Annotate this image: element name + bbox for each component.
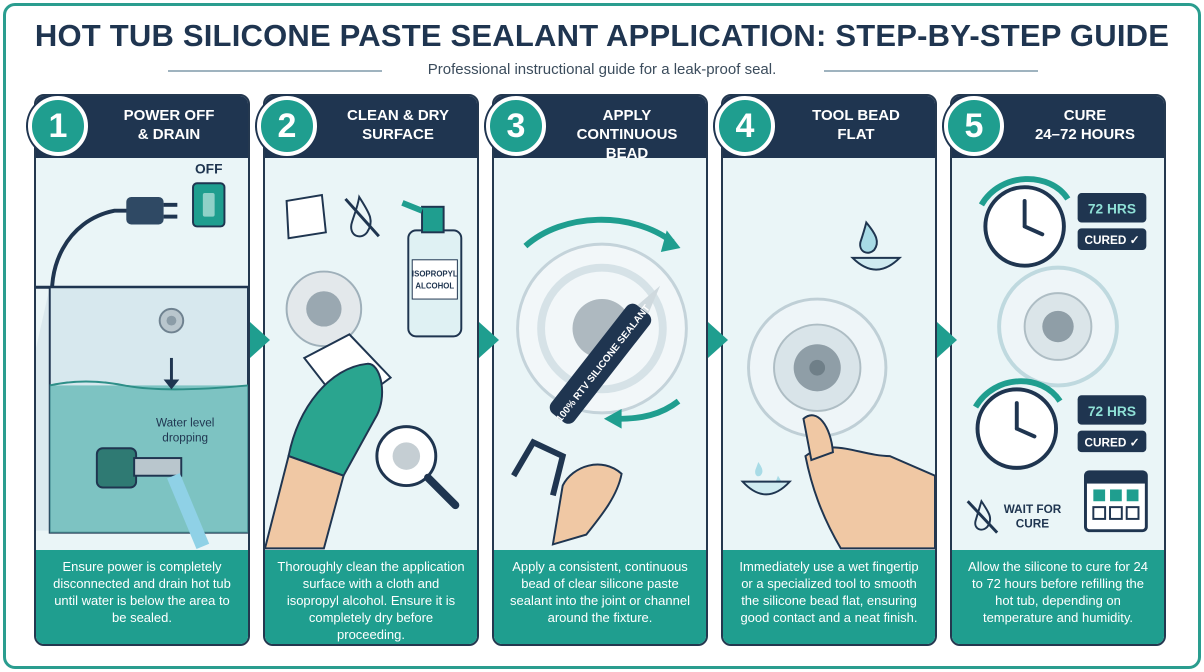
step-title-line-2: CONTINUOUS BEAD — [576, 126, 678, 162]
step-panel-1: POWER OFF & DRAIN OFF — [34, 94, 250, 646]
power-switch-icon: OFF — [192, 161, 226, 228]
step-description: Ensure power is completely disconnected … — [36, 550, 248, 644]
cured-badge-bottom: CURED ✓ — [1084, 436, 1139, 449]
cured-badge-top: CURED ✓ — [1084, 234, 1139, 247]
gloved-hand-icon — [265, 333, 393, 550]
step-title-line-2: SURFACE — [362, 126, 434, 143]
subtitle-row: Professional instructional guide for a l… — [0, 60, 1204, 82]
step-description: Allow the silicone to cure for 24 to 72 … — [952, 550, 1164, 644]
step-title: TOOL BEAD FLAT — [783, 106, 929, 144]
step-number-badge-3: 3 — [486, 96, 546, 156]
wait-label-1: WAIT FOR — [1004, 503, 1062, 516]
rotate-arrow-icon — [523, 216, 681, 429]
cure-illustration: 72 HRS CURED ✓ 72 HRS CURED ✓ WAIT FOR C… — [966, 176, 1148, 534]
magnifier-icon — [375, 425, 460, 510]
tool-bead-illustration — [740, 220, 935, 550]
page-subtitle: Professional instructional guide for a l… — [427, 61, 777, 78]
calendar-icon — [1084, 470, 1148, 533]
step-description: Immediately use a wet fingertip or a spe… — [723, 550, 935, 644]
step-title-line-1: TOOL BEAD — [812, 107, 900, 124]
step-number-badge-1: 1 — [28, 96, 88, 156]
step-number-badge-4: 4 — [715, 96, 775, 156]
step-title-line-1: CURE — [1063, 107, 1107, 124]
water-level-label-2: dropping — [162, 431, 208, 444]
step-panel-5: CURE 24–72 HOURS 72 HRS CURED ✓ 72 HRS C… — [950, 94, 1166, 646]
step-title: CURE 24–72 HOURS — [1012, 106, 1158, 144]
fingertip-icon — [802, 414, 935, 550]
cloth-icon — [285, 193, 327, 240]
water-level-label-1: Water level — [156, 417, 214, 430]
bottle-label-1: ISOPROPYL — [412, 269, 458, 278]
subtitle-divider-left — [168, 70, 382, 72]
subtitle-divider-right — [824, 70, 1038, 72]
jet-fixture-icon — [747, 297, 888, 438]
step-title: CLEAN & DRY SURFACE — [325, 106, 471, 144]
bottle-label-2: ALCOHOL — [415, 281, 454, 290]
step-number-badge-2: 2 — [257, 96, 317, 156]
hot-tub-icon — [36, 285, 248, 534]
step-title-line-1: CLEAN & DRY — [347, 107, 449, 124]
step-panel-2: CLEAN & DRY SURFACE ISOPROPYL ALCOHOL — [263, 94, 479, 646]
next-step-arrow — [937, 322, 957, 358]
apply-bead-illustration: 100% RTV SILICONE SEALANT — [511, 216, 688, 546]
water-bowl-icon — [850, 220, 903, 271]
step-title: POWER OFF & DRAIN — [96, 106, 242, 144]
step-description: Thoroughly clean the application surface… — [265, 550, 477, 644]
clock-icon — [978, 176, 1071, 268]
step-description: Apply a consistent, continuous bead of c… — [494, 550, 706, 644]
no-water-icon — [966, 498, 999, 534]
pump-icon — [95, 447, 210, 550]
step-title-line-1: APPLY — [602, 107, 652, 124]
step-title: APPLY CONTINUOUS BEAD — [554, 106, 700, 163]
step-panel-3: APPLY CONTINUOUS BEAD 100% RTV SILICONE … — [492, 94, 708, 646]
switch-label: OFF — [195, 161, 222, 176]
step-panel-4: TOOL BEAD FLAT Immediately use a wet fin… — [721, 94, 937, 646]
timer-readout-bottom: 72 HRS — [1088, 404, 1136, 419]
next-step-arrow — [479, 322, 499, 358]
clock-icon — [973, 378, 1063, 470]
wait-label-2: CURE — [1016, 518, 1049, 531]
page-title: HOT TUB SILICONE PASTE SEALANT APPLICATI… — [34, 18, 1170, 53]
timer-readout-top: 72 HRS — [1088, 202, 1136, 217]
next-step-arrow — [250, 322, 270, 358]
step-title-line-2: & DRAIN — [137, 126, 201, 143]
no-water-icon — [344, 194, 380, 238]
power-off-drain-illustration: OFF Water level dropping — [36, 161, 248, 550]
spray-bottle-icon: ISOPROPYL ALCOHOL — [401, 200, 463, 338]
step-number-badge-5: 5 — [944, 96, 1004, 156]
step-title-line-2: FLAT — [837, 126, 875, 143]
next-step-arrow — [708, 322, 728, 358]
step-title-line-2: 24–72 HOURS — [1034, 126, 1136, 143]
clean-dry-illustration: ISOPROPYL ALCOHOL — [265, 193, 463, 550]
step-title-line-1: POWER OFF — [123, 107, 215, 124]
